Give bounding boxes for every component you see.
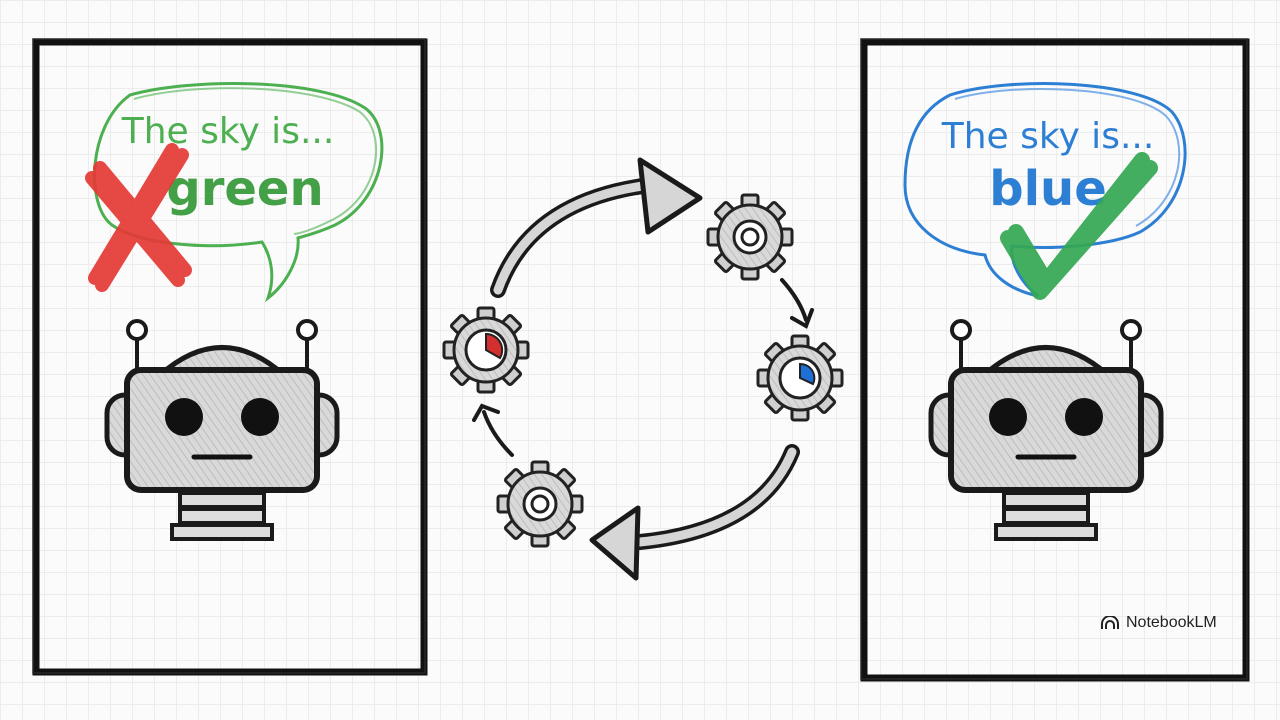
cycle-diagram	[442, 157, 844, 581]
notebooklm-logo-icon	[1101, 616, 1119, 629]
right-speech-line1: The sky is...	[941, 116, 1155, 157]
top-curved-arrow-icon	[490, 157, 703, 298]
left-robot-icon	[107, 321, 337, 539]
bottom-curved-arrow-icon	[589, 444, 800, 581]
x-mark-icon	[85, 143, 192, 292]
right-robot-icon	[931, 321, 1161, 539]
small-down-arrow-icon	[780, 278, 814, 329]
left-speech-line2: green	[166, 161, 323, 217]
left-speech-bubble: The sky is... green	[93, 82, 384, 303]
left-speech-line1: The sky is...	[121, 111, 335, 152]
small-up-arrow-icon	[472, 403, 514, 457]
check-mark-icon	[1000, 152, 1158, 300]
gear-icon	[706, 193, 794, 281]
brand-name: NotebookLM	[1126, 614, 1217, 631]
right-speech-line2: blue	[989, 161, 1107, 217]
gauge-gear-left-icon	[442, 306, 530, 394]
right-speech-bubble: The sky is... blue	[903, 82, 1187, 298]
brand-watermark: NotebookLM	[1100, 612, 1217, 634]
right-panel: The sky is... blue	[860, 38, 1250, 682]
left-panel: The sky is... green	[32, 38, 428, 676]
gear-icon	[496, 460, 584, 548]
gauge-gear-right-icon	[756, 334, 844, 422]
